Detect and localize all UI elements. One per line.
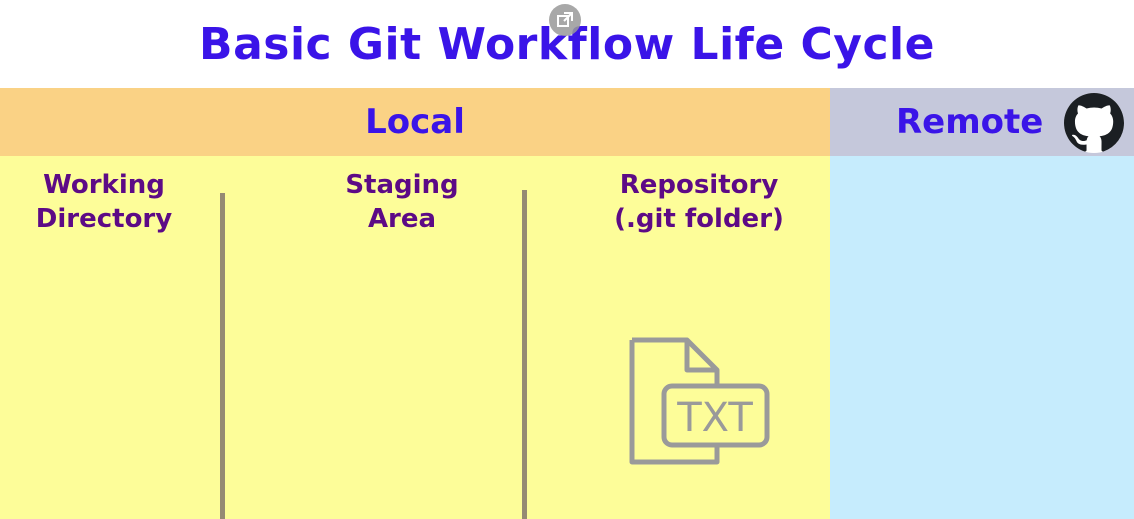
remote-area xyxy=(830,156,1134,519)
local-area xyxy=(0,156,830,519)
column-divider xyxy=(220,193,225,519)
working-directory-label: Working Directory xyxy=(35,170,173,234)
local-section-label: Local xyxy=(365,102,465,142)
github-icon xyxy=(1064,93,1124,153)
remote-section-label: Remote xyxy=(896,102,1044,142)
repository-label: Repository (.git folder) xyxy=(614,170,784,234)
staging-area-label: Staging Area xyxy=(345,170,459,234)
local-section-header: Local xyxy=(0,88,830,156)
column-divider xyxy=(522,190,527,519)
popout-icon[interactable] xyxy=(549,4,581,36)
txt-file-icon: TXT xyxy=(629,337,770,465)
popout-glyph xyxy=(557,12,573,27)
txt-file-label: TXT xyxy=(676,395,753,441)
remote-section-header: Remote xyxy=(830,88,1134,156)
